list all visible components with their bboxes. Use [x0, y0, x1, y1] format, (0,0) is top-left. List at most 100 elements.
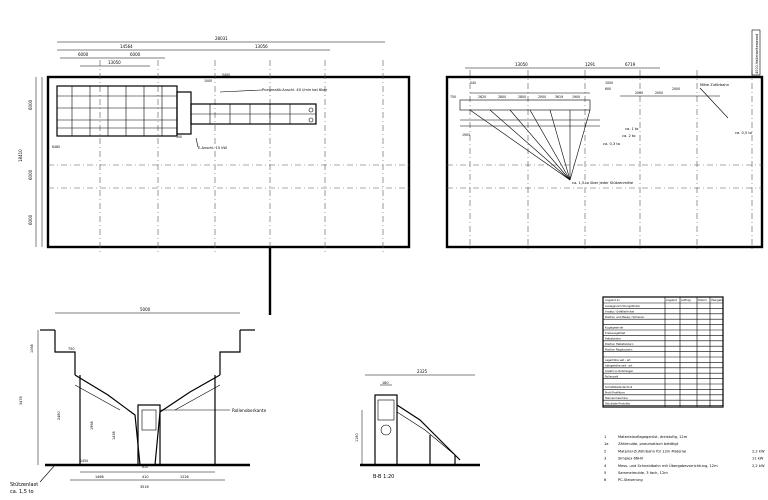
elev-width: 5000	[140, 307, 151, 312]
plan-view-left: 28031 14564 13056 6000 6000 13050 18410 …	[18, 36, 411, 315]
r-small-750: 750	[450, 95, 456, 99]
small-dim-4: 6480	[52, 145, 60, 149]
r-small-600: 600	[605, 87, 611, 91]
r-dim-3: 6719	[625, 62, 636, 67]
material-rack	[56, 85, 192, 137]
r-small-3619: 3619	[555, 95, 563, 99]
legend-text: Sammelmulde, 3 fach, 12m	[618, 471, 668, 475]
elevation-view: 5000 750 3478 2480 1968 1438 1068 Rollen…	[10, 307, 267, 495]
load-3: ca. 0,3 to	[603, 142, 620, 146]
r-small-1000: 1000	[605, 81, 613, 85]
dim-top-2: 13056	[255, 44, 268, 49]
elev-b-2: 410	[142, 475, 148, 479]
elev-h-5: 1068	[30, 344, 34, 353]
table-row-label: Position Halbständern	[605, 342, 634, 346]
table-row-label: Kugelgewinde	[605, 326, 624, 330]
roll-label: Rollenoberkante	[232, 408, 267, 413]
table-h-3: Datum	[698, 298, 707, 302]
r-small-2800b: 2800	[518, 95, 526, 99]
r-dim-1905: 1905	[462, 133, 470, 137]
table-row-label: Schnittstellentechnik	[605, 385, 633, 389]
r-small-2620: 2620	[478, 95, 486, 99]
legend-text: Zählmulde, pneumatisch betätigt	[618, 442, 679, 446]
section-width: 2325	[417, 369, 428, 374]
support-note: ca. 1,5 to über jeder Stützenmitte	[572, 181, 634, 185]
small-dim-3: 5400	[222, 73, 230, 77]
section-180: 180	[382, 381, 388, 385]
r-small-540: 540	[470, 81, 476, 85]
table-row-label: Anzahl vo Rohrlängen	[605, 369, 634, 373]
feed-conveyor	[190, 103, 317, 125]
table-row-label: Ansatz / Gefälle/Anhat	[605, 310, 634, 314]
wall-label: 4000-Hallenseitenwand	[755, 34, 759, 74]
table-row-label: Kreisausgefräst	[605, 331, 625, 335]
legend-number: 5	[604, 471, 606, 475]
legend-text: Materialauflagegerüst, dreistufig, 12m	[618, 435, 688, 439]
support-load-2: ca. 1,5 to	[10, 489, 34, 495]
section-height: 1180	[355, 433, 359, 442]
elev-750: 750	[68, 347, 74, 351]
legend-number: 3	[604, 457, 606, 461]
r-dim-2: 1291	[585, 62, 596, 67]
r-small-1900: 1900	[572, 95, 580, 99]
table-h-0: Angebot zu	[605, 298, 620, 302]
small-dim-1: 1000	[204, 79, 212, 83]
elev-h-2: 2480	[57, 411, 61, 420]
elev-small-2: 1450	[80, 459, 88, 463]
dim-top-1: 14564	[120, 44, 133, 49]
legend: 1 Materialauflagegerüst, dreistufig, 12m 1…	[604, 435, 765, 482]
feed-dim-2: 2000	[655, 91, 663, 95]
legend-text: Mess- und Schneidbahn mit Übergabevorric…	[618, 463, 718, 468]
feed-dim-3: 2000	[672, 87, 680, 91]
load-2: ca. 2 to	[622, 134, 636, 138]
elev-h-3: 1968	[90, 421, 94, 430]
legend-text: PC-Steuerung	[618, 478, 643, 482]
feed-label: Mitte Zuförbahn	[700, 83, 729, 87]
elev-h-4: 1438	[112, 431, 116, 440]
data-table: Angebot zu Angebot Auftrag Datum Übergab…	[602, 296, 724, 408]
legend-power: 2,2 kW	[752, 449, 765, 453]
table-h-2: Auftrag	[681, 298, 691, 302]
r-small-2000: 2000	[538, 95, 546, 99]
load-4: ca. 0,5 to	[735, 131, 752, 135]
section-bb: 2325 180 1180 B-B 1:20	[355, 369, 480, 480]
table-row-label: Rollenzahl	[605, 374, 619, 378]
table-row-label: Halbständer	[605, 337, 622, 341]
load-1: ca. 1 to	[625, 127, 639, 131]
dim-top-4: 6000	[130, 52, 141, 57]
legend-text: Simplex 66HV	[618, 457, 644, 461]
elev-b-total: 3516	[140, 485, 149, 489]
legend-number: 1a	[604, 442, 609, 446]
electric-label: E-Anschl. 15 kW	[198, 146, 227, 150]
dim-left-2: 6000	[28, 169, 33, 180]
hall-outline-left	[46, 75, 411, 249]
table-h-1: Angebot	[666, 298, 677, 302]
dim-left-3: 6000	[28, 214, 33, 225]
legend-number: 2	[604, 449, 606, 453]
legend-text: Material-Zuführbahn für 12m Material	[618, 449, 686, 453]
table-row-label: Ablagehöhe seit - art	[605, 364, 632, 368]
legend-number: 4	[604, 464, 607, 468]
pneumatic-label: Pneumatik-Anschl. 40 l/min bei 6bar	[262, 88, 328, 92]
feed-dim-1: 2000	[635, 91, 643, 95]
table-row-label: Position Regalaussen	[605, 347, 633, 351]
hall-outline-right	[445, 75, 764, 249]
dim-overall: 28031	[215, 36, 228, 41]
elev-h-total: 3478	[19, 396, 23, 405]
legend-power: 11 kW	[752, 457, 764, 461]
r-dim-1: 13050	[515, 62, 528, 67]
r-small-2800a: 2800	[498, 95, 506, 99]
support-load-1: Stützenlast	[10, 482, 38, 488]
elev-b-3: 1226	[180, 475, 189, 479]
dim-top-3: 6000	[78, 52, 89, 57]
plan-view-right: 4000-Hallenseitenwand 13050 1291 6719 54…	[445, 29, 764, 250]
table-row-label: Auslagevorrichtung/Winkel	[605, 304, 640, 308]
legend-number: 1	[604, 435, 606, 439]
dim-left-total: 18410	[18, 149, 23, 162]
legend-power: 2,2 kW	[752, 464, 765, 468]
dim-left-1: 6000	[28, 99, 33, 110]
table-row-label: Stückliste Produkte	[605, 401, 630, 405]
elev-small-1: 610	[142, 465, 148, 469]
